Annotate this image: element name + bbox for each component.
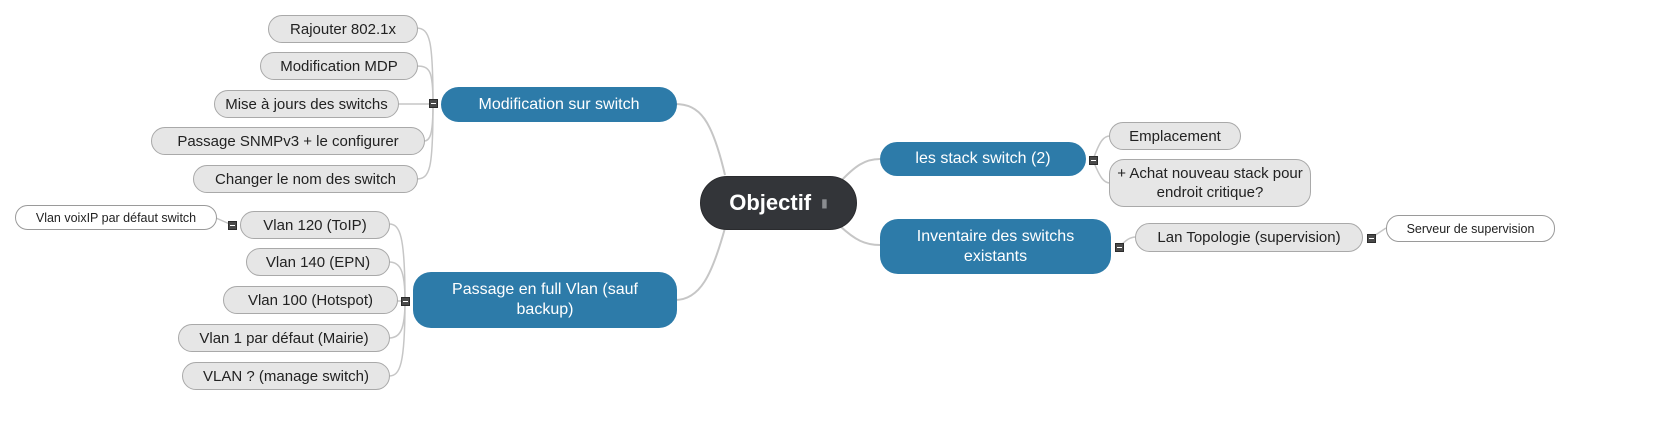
collapse-icon[interactable] bbox=[1115, 243, 1124, 252]
branch-stack-switch[interactable]: les stack switch (2) bbox=[880, 142, 1086, 176]
collapse-icon[interactable] bbox=[1089, 156, 1098, 165]
topic-label: VLAN ? (manage switch) bbox=[203, 367, 369, 385]
topic-vlan-manage[interactable]: VLAN ? (manage switch) bbox=[182, 362, 390, 390]
root-node[interactable]: Objectif ▮ bbox=[700, 176, 857, 230]
topic-emplacement[interactable]: Emplacement bbox=[1109, 122, 1241, 150]
topic-label: Vlan 100 (Hotspot) bbox=[247, 291, 374, 309]
topic-label: Vlan 1 par défaut (Mairie) bbox=[199, 329, 369, 347]
branch-label: Inventaire des switchs existants bbox=[916, 227, 1075, 265]
topic-label: Modification MDP bbox=[280, 57, 398, 75]
topic-label: + Achat nouveau stack pour endroit criti… bbox=[1117, 165, 1303, 201]
root-label: Objectif bbox=[729, 190, 812, 215]
topic-label: Vlan 120 (ToIP) bbox=[263, 216, 367, 234]
topic-modification-mdp[interactable]: Modification MDP bbox=[260, 52, 418, 80]
topic-vlan-100[interactable]: Vlan 100 (Hotspot) bbox=[223, 286, 398, 314]
topic-achat-stack[interactable]: + Achat nouveau stack pour endroit criti… bbox=[1109, 159, 1311, 207]
topic-label: Passage SNMPv3 + le configurer bbox=[177, 132, 399, 150]
topic-vlan-1[interactable]: Vlan 1 par défaut (Mairie) bbox=[178, 324, 390, 352]
branch-inventaire[interactable]: Inventaire des switchs existants bbox=[880, 219, 1111, 274]
branch-label: Modification sur switch bbox=[478, 95, 640, 113]
topic-label: Lan Topologie (supervision) bbox=[1157, 229, 1341, 246]
branch-switch-changes[interactable]: Modification sur switch bbox=[441, 87, 677, 122]
note-serveur-supervision[interactable]: Serveur de supervision bbox=[1386, 215, 1555, 242]
note-label: Serveur de supervision bbox=[1406, 221, 1535, 236]
topic-rajouter-8021x[interactable]: Rajouter 802.1x bbox=[268, 15, 418, 43]
topic-vlan-140[interactable]: Vlan 140 (EPN) bbox=[246, 248, 390, 276]
topic-mise-a-jours[interactable]: Mise à jours des switchs bbox=[214, 90, 399, 118]
topic-label: Rajouter 802.1x bbox=[290, 20, 396, 38]
collapse-icon[interactable] bbox=[401, 297, 410, 306]
collapse-icon[interactable] bbox=[429, 99, 438, 108]
topic-lan-topologie[interactable]: Lan Topologie (supervision) bbox=[1135, 223, 1363, 252]
note-vlan-voixip[interactable]: Vlan voixIP par défaut switch bbox=[15, 205, 217, 230]
topic-label: Mise à jours des switchs bbox=[225, 95, 388, 113]
topic-label: Changer le nom des switch bbox=[215, 170, 396, 188]
topic-label: Vlan 140 (EPN) bbox=[265, 253, 371, 271]
branch-full-vlan[interactable]: Passage en full Vlan (sauf backup) bbox=[413, 272, 677, 328]
branch-label: les stack switch (2) bbox=[915, 150, 1051, 167]
topic-changer-nom[interactable]: Changer le nom des switch bbox=[193, 165, 418, 193]
attachment-icon: ▮ bbox=[821, 196, 828, 210]
topic-snmpv3[interactable]: Passage SNMPv3 + le configurer bbox=[151, 127, 425, 155]
topic-vlan-120[interactable]: Vlan 120 (ToIP) bbox=[240, 211, 390, 239]
topic-label: Emplacement bbox=[1129, 127, 1221, 145]
note-label: Vlan voixIP par défaut switch bbox=[35, 210, 197, 225]
branch-label: Passage en full Vlan (sauf backup) bbox=[452, 281, 638, 318]
collapse-icon[interactable] bbox=[228, 221, 237, 230]
collapse-icon[interactable] bbox=[1367, 234, 1376, 243]
